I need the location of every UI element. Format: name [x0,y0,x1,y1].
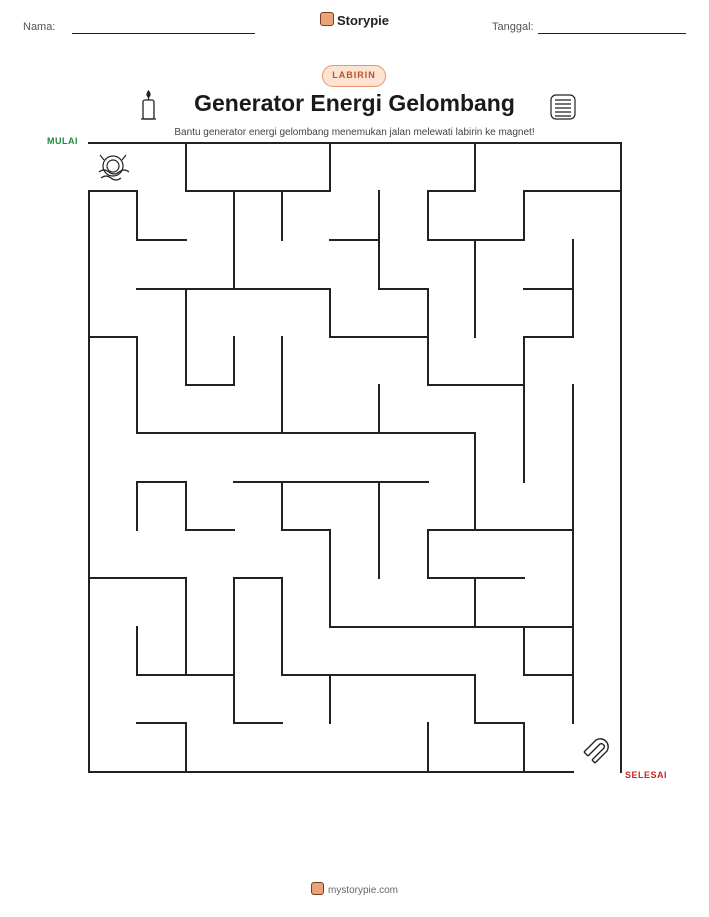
footer-site[interactable]: mystorypie.com [327,885,398,896]
date-label: Tanggal: [492,21,534,33]
wave-generator-icon [98,154,130,181]
magnet-icon [583,738,609,764]
page-subtitle: Bantu generator energi gelombang menemuk… [174,127,535,138]
candle-icon [141,89,156,120]
name-label: Nama: [23,21,56,33]
footer: mystorypie.com [0,882,709,896]
start-label: MULAI [47,136,78,146]
maze-walls [88,142,622,773]
storypie-logo-icon [319,12,334,26]
name-line[interactable] [72,33,255,34]
storypie-footer-logo-icon [310,882,324,895]
finish-label: SELESAI [625,770,668,780]
brand: Storypie [0,12,709,28]
coil-icon [550,94,576,120]
category-badge: LABIRIN [322,65,386,87]
brand-name: Storypie [336,13,389,28]
date-line[interactable] [538,33,686,34]
page-title: Generator Energi Gelombang [194,90,515,116]
